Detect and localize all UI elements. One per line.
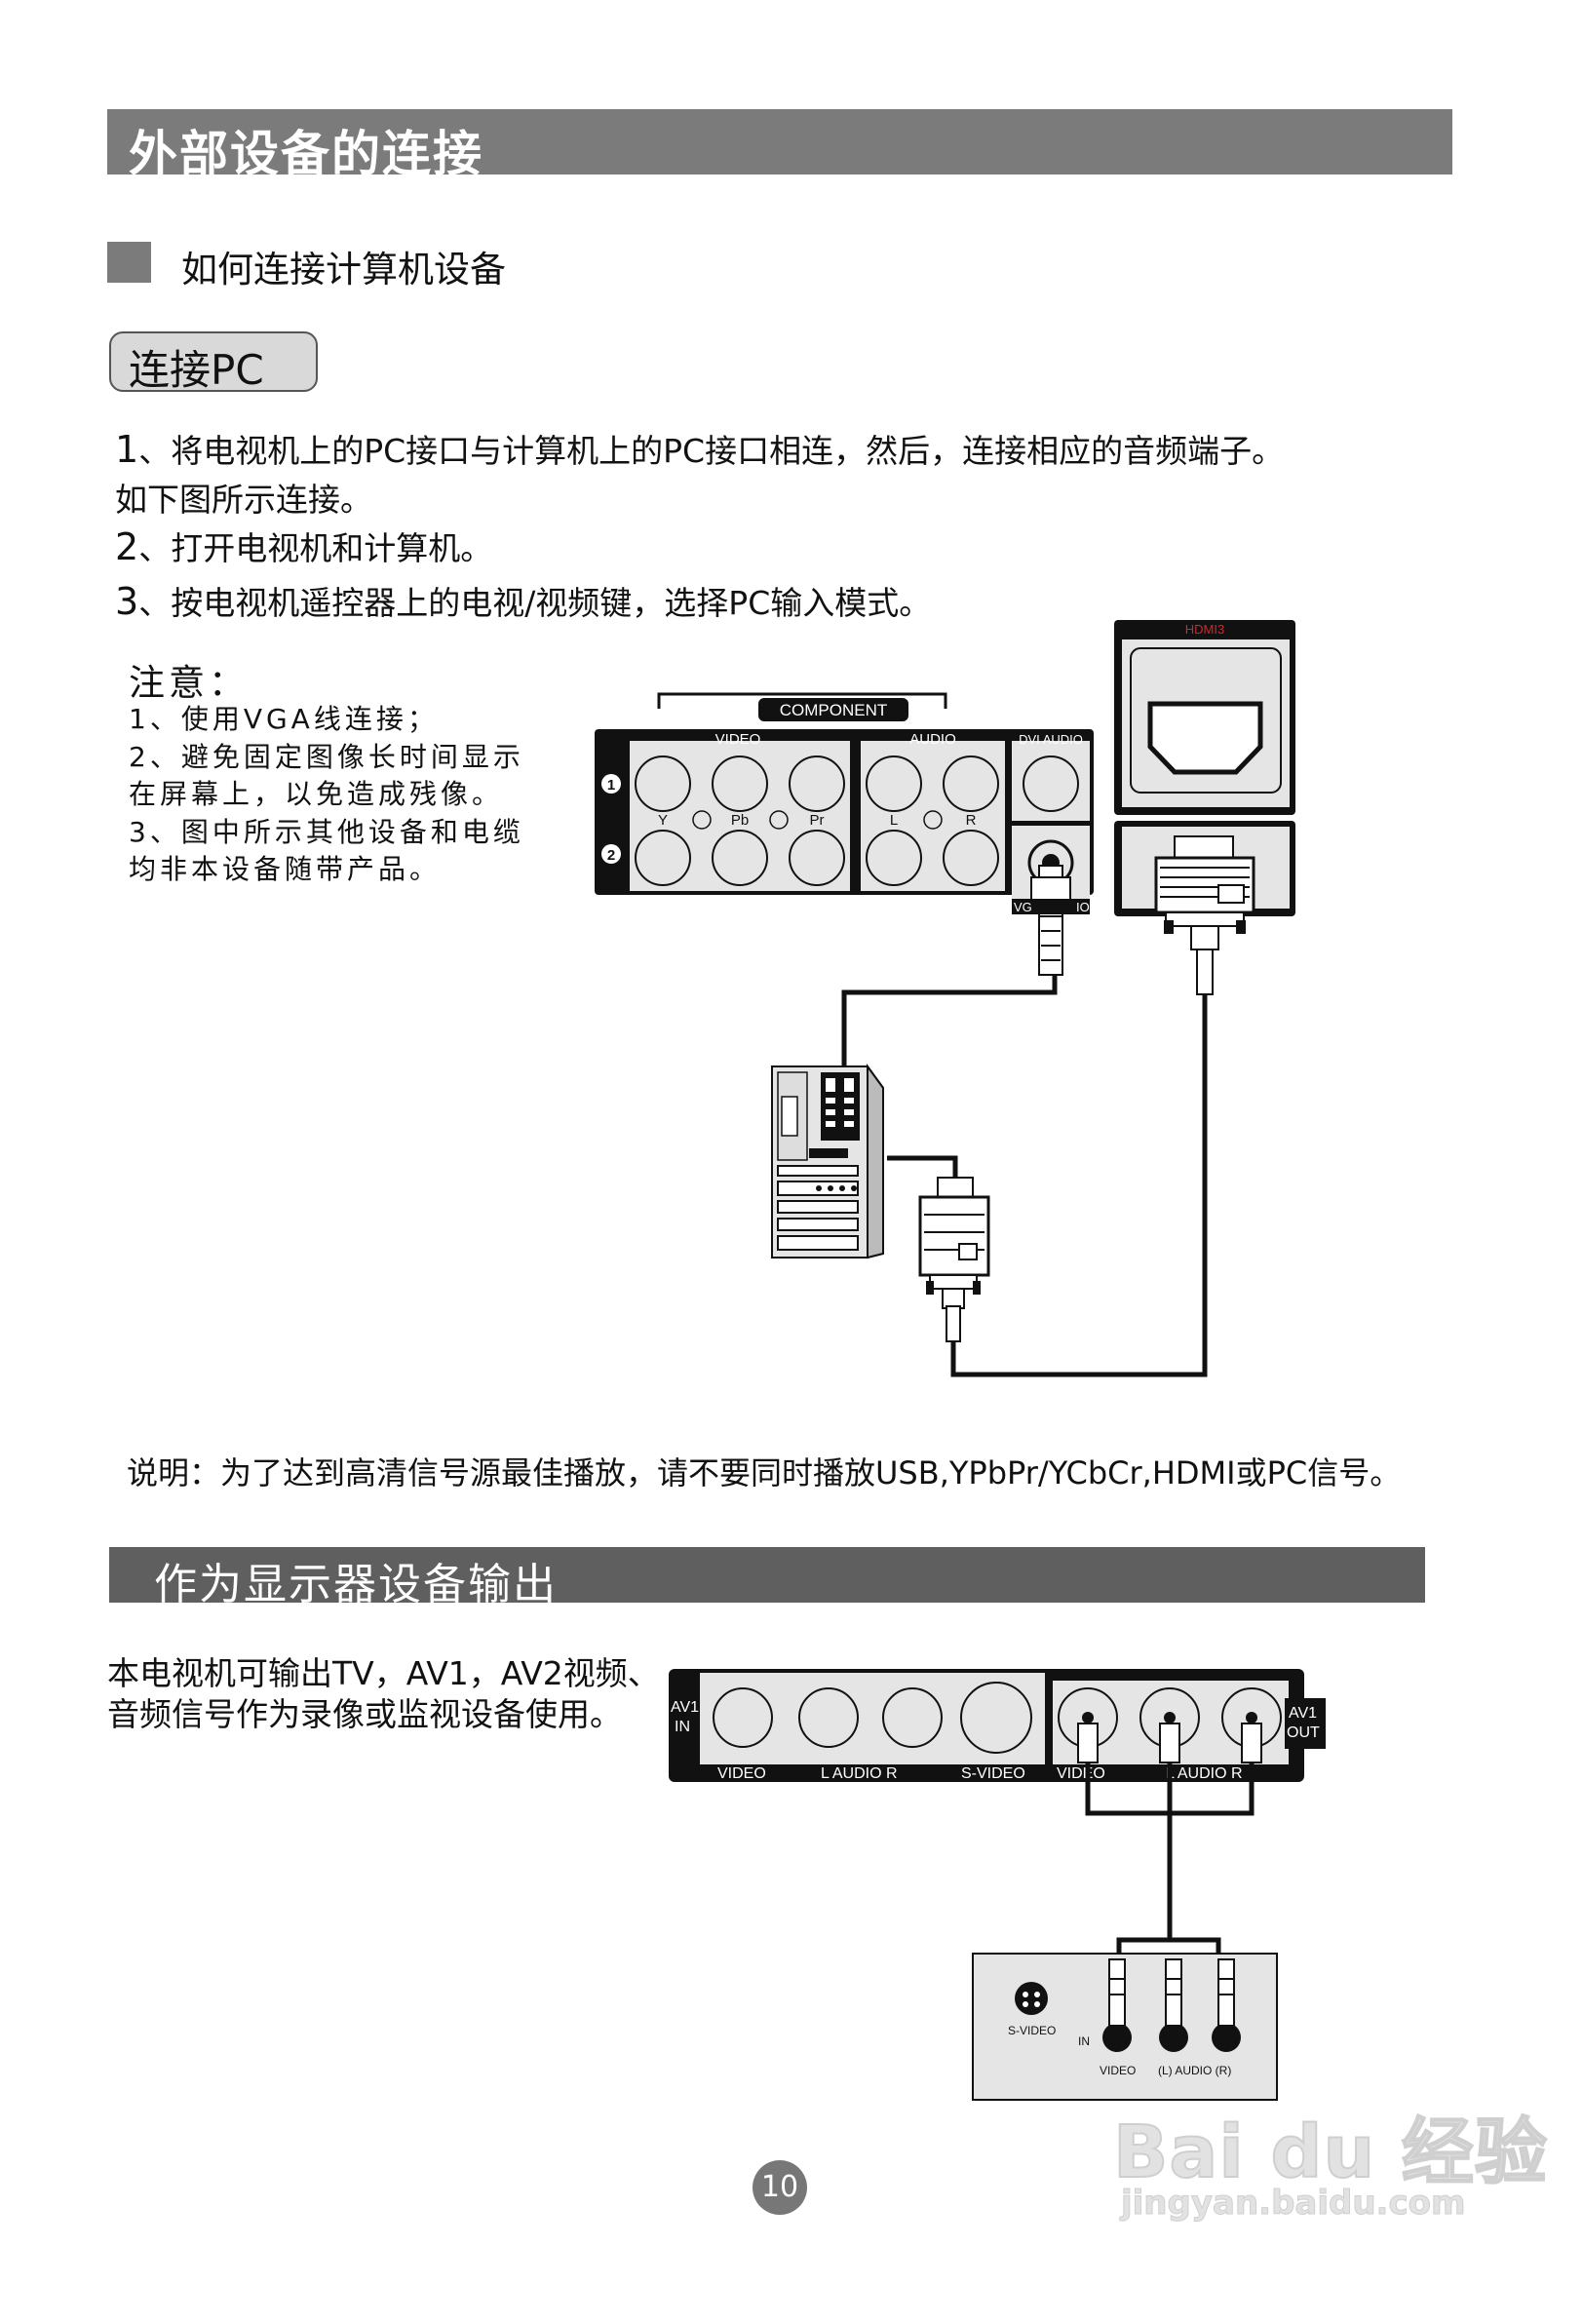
- note-line-4: 3、图中所示其他设备和电缆: [129, 816, 524, 848]
- component-label: COMPONENT: [780, 701, 888, 719]
- audio-label: AUDIO: [909, 731, 956, 748]
- av1-in-label-2: IN: [675, 1719, 690, 1735]
- step-1-num: 1: [115, 428, 139, 471]
- output-text-line-1: 本电视机可输出TV，AV1，AV2视频、: [107, 1654, 660, 1692]
- remark-text: 说明：为了达到高清信号源最佳播放，请不要同时播放USB,YPbPr/YCbCr,…: [127, 1454, 1402, 1491]
- step-3-num: 3: [115, 580, 139, 623]
- row-1-marker: 1: [607, 777, 615, 794]
- note-line-2: 2、避免固定图像长时间显示: [129, 741, 524, 773]
- note-line-1: 1、使用VGA线连接；: [129, 703, 439, 735]
- io-partial-label: IO: [1076, 900, 1090, 914]
- av-out-audio-label: L AUDIO R: [1166, 1765, 1243, 1782]
- av1-out-label-2: OUT: [1287, 1724, 1320, 1741]
- baidu-watermark: Bai du 经验: [1112, 2094, 1548, 2198]
- video-label: VIDEO: [715, 731, 761, 748]
- step-1-cont: 如下图所示连接。: [115, 481, 372, 519]
- section-marker: [107, 242, 151, 283]
- av1-out-label-1: AV1: [1289, 1705, 1317, 1722]
- note-line-5: 均非本设备随带产品。: [129, 853, 442, 885]
- page-number: 10: [753, 2160, 807, 2215]
- hdmi-label: HDMI3: [1185, 622, 1224, 637]
- watermark-brand: Bai du 经验: [1112, 2110, 1548, 2195]
- vcr-video-label: VIDEO: [1100, 2064, 1136, 2077]
- watermark-url: jingyan.baidu.com: [1120, 2184, 1466, 2224]
- section1-heading: 如何连接计算机设备: [181, 249, 506, 290]
- vcr-svideo-label: S-VIDEO: [1008, 2024, 1056, 2037]
- step-2-num: 2: [115, 525, 139, 568]
- note-title: 注意：: [129, 662, 249, 704]
- pc-tower: [771, 1065, 884, 1259]
- av-l-audio-r-label: L AUDIO R: [821, 1765, 898, 1782]
- r-label: R: [966, 812, 977, 829]
- page-title-band: 外部设备的连接: [107, 109, 1452, 182]
- y-label: Y: [658, 812, 668, 829]
- step-1: 1、将电视机上的PC接口与计算机上的PC接口相连，然后，连接相应的音频端子。: [115, 425, 1284, 472]
- connect-pc-text: 连接PC: [129, 346, 264, 394]
- connect-pc-label: 连接PC: [109, 331, 318, 394]
- output-text-line-2: 音频信号作为录像或监视设备使用。: [107, 1695, 622, 1733]
- vcr-in-label: IN: [1078, 2034, 1090, 2048]
- av1-in-label-1: AV1: [671, 1699, 699, 1716]
- hdmi-panel: [1114, 620, 1295, 815]
- pb-label: Pb: [731, 812, 749, 829]
- step-3-text: 、按电视机遥控器上的电视/视频键，选择PC输入模式。: [138, 584, 932, 622]
- vga-partial-label: VG: [1014, 900, 1032, 914]
- section2-heading: 作为显示器设备输出: [154, 1560, 558, 1609]
- av-s-video-label: S-VIDEO: [961, 1765, 1025, 1782]
- step-3: 3、按电视机遥控器上的电视/视频键，选择PC输入模式。: [115, 577, 931, 624]
- pr-label: Pr: [810, 812, 825, 829]
- step-2-text: 、打开电视机和计算机。: [138, 529, 493, 567]
- tv-back-panel: [595, 729, 1094, 895]
- l-label: L: [890, 812, 898, 829]
- note-line-3: 在屏幕上，以免造成残像。: [129, 778, 504, 810]
- av-video-label: VIDEO: [717, 1765, 766, 1782]
- row-2-marker: 2: [607, 847, 615, 864]
- step-2: 2、打开电视机和计算机。: [115, 523, 492, 569]
- step-1-text: 、将电视机上的PC接口与计算机上的PC接口相连，然后，连接相应的音频端子。: [138, 432, 1285, 470]
- page-title: 外部设备的连接: [129, 126, 483, 182]
- section2-band: 作为显示器设备输出: [109, 1547, 1425, 1609]
- dvi-audio-label: DVI AUDIO: [1019, 732, 1083, 747]
- av-out-video-label: VIDEO: [1057, 1765, 1105, 1782]
- vcr-audio-label: (L) AUDIO (R): [1158, 2064, 1231, 2077]
- vcr-box: [972, 1953, 1278, 2101]
- component-tag: [758, 698, 908, 721]
